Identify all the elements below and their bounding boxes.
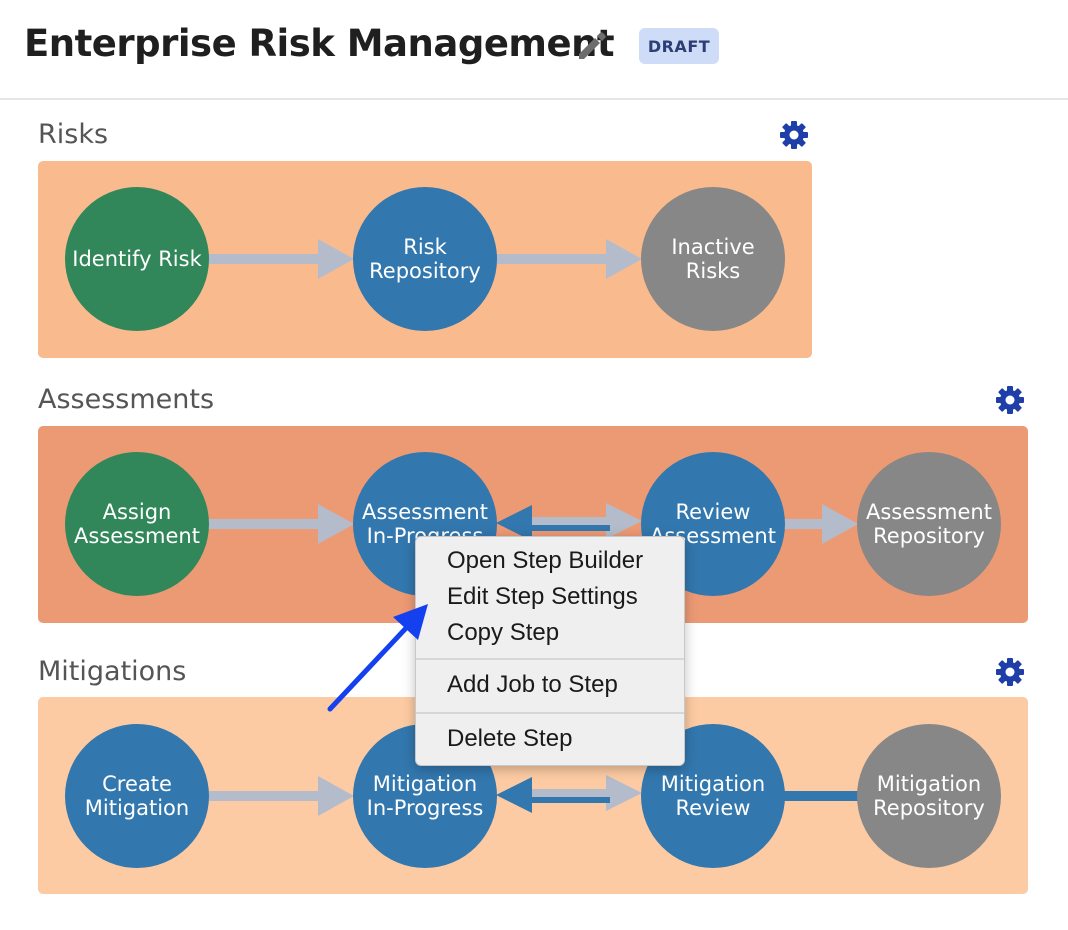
- context-menu: Open Step Builder Edit Step Settings Cop…: [415, 536, 685, 766]
- step-assessment-repository[interactable]: Assessment Repository: [857, 452, 1001, 596]
- menu-divider: [416, 712, 684, 714]
- step-identify-risk[interactable]: Identify Risk: [65, 187, 209, 331]
- page-header: Enterprise Risk Management DRAFT: [0, 0, 1068, 100]
- step-label: Inactive Risks: [671, 235, 755, 283]
- menu-item-delete-step[interactable]: Delete Step: [447, 725, 573, 752]
- step-create-mitigation[interactable]: Create Mitigation: [65, 724, 209, 868]
- section-title-risks: Risks: [38, 119, 109, 150]
- section-title-mitigations: Mitigations: [38, 656, 187, 687]
- menu-item-open-step-builder[interactable]: Open Step Builder: [447, 547, 644, 574]
- gear-icon[interactable]: [995, 385, 1025, 415]
- section-title-assessments: Assessments: [38, 384, 215, 415]
- step-label: Mitigation In-Progress: [366, 772, 484, 820]
- menu-item-copy-step[interactable]: Copy Step: [447, 619, 560, 646]
- step-label: Mitigation Repository: [873, 772, 985, 820]
- step-label: Risk Repository: [369, 235, 481, 283]
- step-label: Assessment Repository: [866, 500, 992, 548]
- menu-item-edit-step-settings[interactable]: Edit Step Settings: [447, 583, 638, 610]
- menu-item-add-job-to-step[interactable]: Add Job to Step: [447, 671, 618, 698]
- gear-icon[interactable]: [779, 120, 809, 150]
- step-assign-assessment[interactable]: Assign Assessment: [65, 452, 209, 596]
- page-title: Enterprise Risk Management: [24, 22, 615, 65]
- status-badge: DRAFT: [639, 28, 719, 64]
- menu-divider: [416, 658, 684, 660]
- step-mitigation-repository[interactable]: Mitigation Repository: [857, 724, 1001, 868]
- step-label: Identify Risk: [72, 247, 202, 271]
- pencil-icon[interactable]: [574, 28, 608, 62]
- step-inactive-risks[interactable]: Inactive Risks: [641, 187, 785, 331]
- step-label: Assign Assessment: [74, 500, 200, 548]
- gear-icon[interactable]: [995, 657, 1025, 687]
- step-label: Mitigation Review: [660, 772, 766, 820]
- step-label: Create Mitigation: [84, 772, 190, 820]
- step-risk-repository[interactable]: Risk Repository: [353, 187, 497, 331]
